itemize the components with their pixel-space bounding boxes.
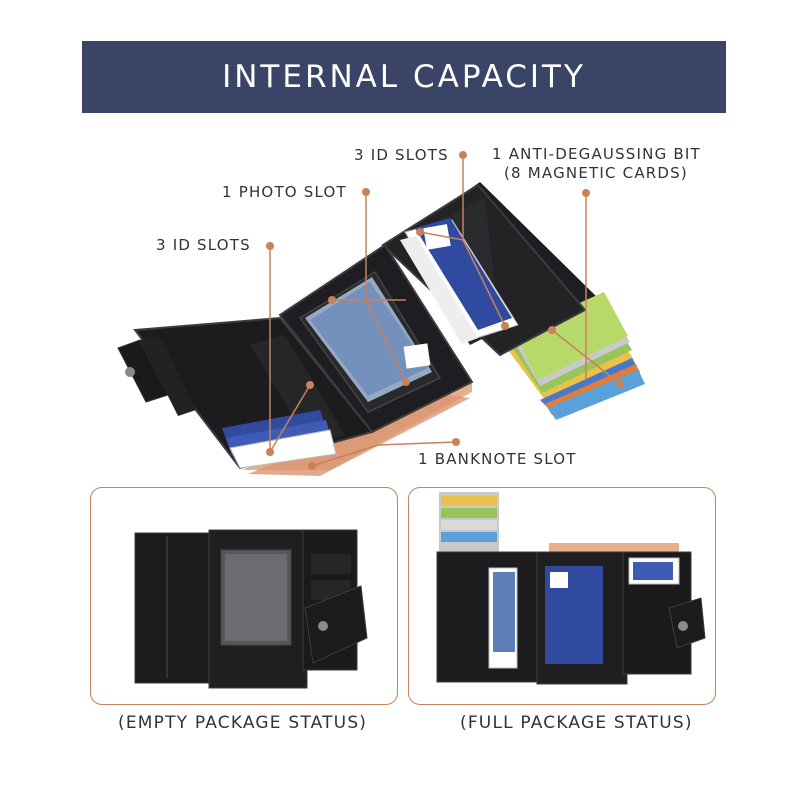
callout-anti-degaussing-line2: (8 MAGNETIC CARDS) bbox=[504, 164, 688, 182]
right-panel-leather bbox=[381, 183, 587, 357]
left-panel-leather bbox=[133, 316, 374, 470]
callout-id-slots-left: 3 ID SLOTS bbox=[156, 236, 251, 254]
full-package-panel bbox=[408, 487, 716, 705]
snap-strap bbox=[117, 336, 196, 416]
caption-full-package: (FULL PACKAGE STATUS) bbox=[460, 713, 693, 733]
callout-id-slots-top: 3 ID SLOTS bbox=[354, 146, 449, 164]
callout-photo-slot: 1 PHOTO SLOT bbox=[222, 183, 347, 201]
full-wallet-illustration bbox=[436, 492, 706, 685]
header-banner: INTERNAL CAPACITY bbox=[82, 41, 726, 113]
caption-empty-package: (EMPTY PACKAGE STATUS) bbox=[118, 713, 368, 733]
callout-banknote-slot: 1 BANKNOTE SLOT bbox=[418, 450, 577, 468]
callout-anti-degaussing-line1: 1 ANTI-DEGAUSSING BIT bbox=[492, 145, 701, 163]
page-title: INTERNAL CAPACITY bbox=[222, 59, 586, 95]
empty-package-panel bbox=[90, 487, 398, 705]
empty-wallet-illustration bbox=[134, 529, 368, 689]
